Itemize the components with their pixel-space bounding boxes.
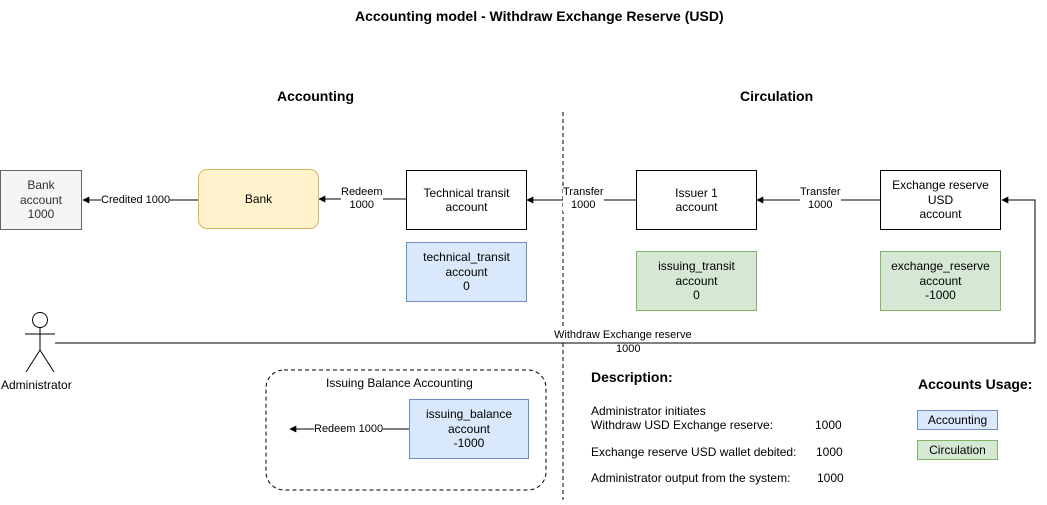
legend-heading: Accounts Usage: bbox=[918, 376, 1033, 392]
issuing-balance-group-title: Issuing Balance Accounting bbox=[326, 376, 473, 390]
section-accounting-heading: Accounting bbox=[277, 88, 354, 104]
exchange-reserve-node[interactable]: Exchange reserve USD account bbox=[880, 170, 1001, 230]
issuing-transit-account-box[interactable]: issuing_transit account 0 bbox=[636, 251, 757, 311]
issuing-balance-group-border bbox=[265, 369, 547, 491]
description-item-1-text: Administrator initiates Withdraw USD Exc… bbox=[591, 404, 774, 432]
administrator-label: Administrator bbox=[1, 378, 72, 392]
page-title: Accounting model - Withdraw Exchange Res… bbox=[355, 8, 724, 24]
edge-withdraw-admin-to-reserve bbox=[55, 196, 1036, 344]
description-heading: Description: bbox=[591, 369, 673, 385]
description-item-3-text: Administrator output from the system: bbox=[591, 471, 791, 485]
edge-label-transfer-2: Transfer 1000 bbox=[800, 186, 841, 212]
description-item-1-value: 1000 bbox=[815, 418, 842, 432]
issuing-balance-account-box[interactable]: issuing_balance account -1000 bbox=[409, 399, 529, 459]
edge-label-withdraw-amount: 1000 bbox=[616, 343, 641, 355]
bank-account-node[interactable]: Bank account 1000 bbox=[0, 170, 82, 230]
bank-node[interactable]: Bank bbox=[198, 169, 319, 229]
section-circulation-heading: Circulation bbox=[740, 88, 814, 104]
description-item-2-value: 1000 bbox=[816, 445, 843, 459]
legend-accounting-swatch: Accounting bbox=[917, 410, 998, 430]
exchange-reserve-account-box[interactable]: exchange_reserve account -1000 bbox=[880, 251, 1001, 311]
description-item-2-text: Exchange reserve USD wallet debited: bbox=[591, 445, 797, 459]
edge-label-withdraw: Withdraw Exchange reserve bbox=[554, 329, 692, 342]
legend-circulation-swatch: Circulation bbox=[917, 440, 998, 460]
edge-label-transfer-1: Transfer 1000 bbox=[563, 186, 604, 212]
edge-label-credited: Credited 1000 bbox=[101, 194, 171, 207]
edge-label-redeem: Redeem 1000 bbox=[341, 186, 383, 212]
issuer1-node[interactable]: Issuer 1 account bbox=[636, 170, 757, 230]
administrator-actor-icon bbox=[25, 312, 55, 373]
edge-label-redeem-balance: Redeem 1000 bbox=[314, 423, 384, 436]
technical-transit-account-box[interactable]: technical_transit account 0 bbox=[406, 242, 527, 302]
technical-transit-node[interactable]: Technical transit account bbox=[406, 170, 527, 230]
description-item-3-value: 1000 bbox=[817, 471, 844, 485]
